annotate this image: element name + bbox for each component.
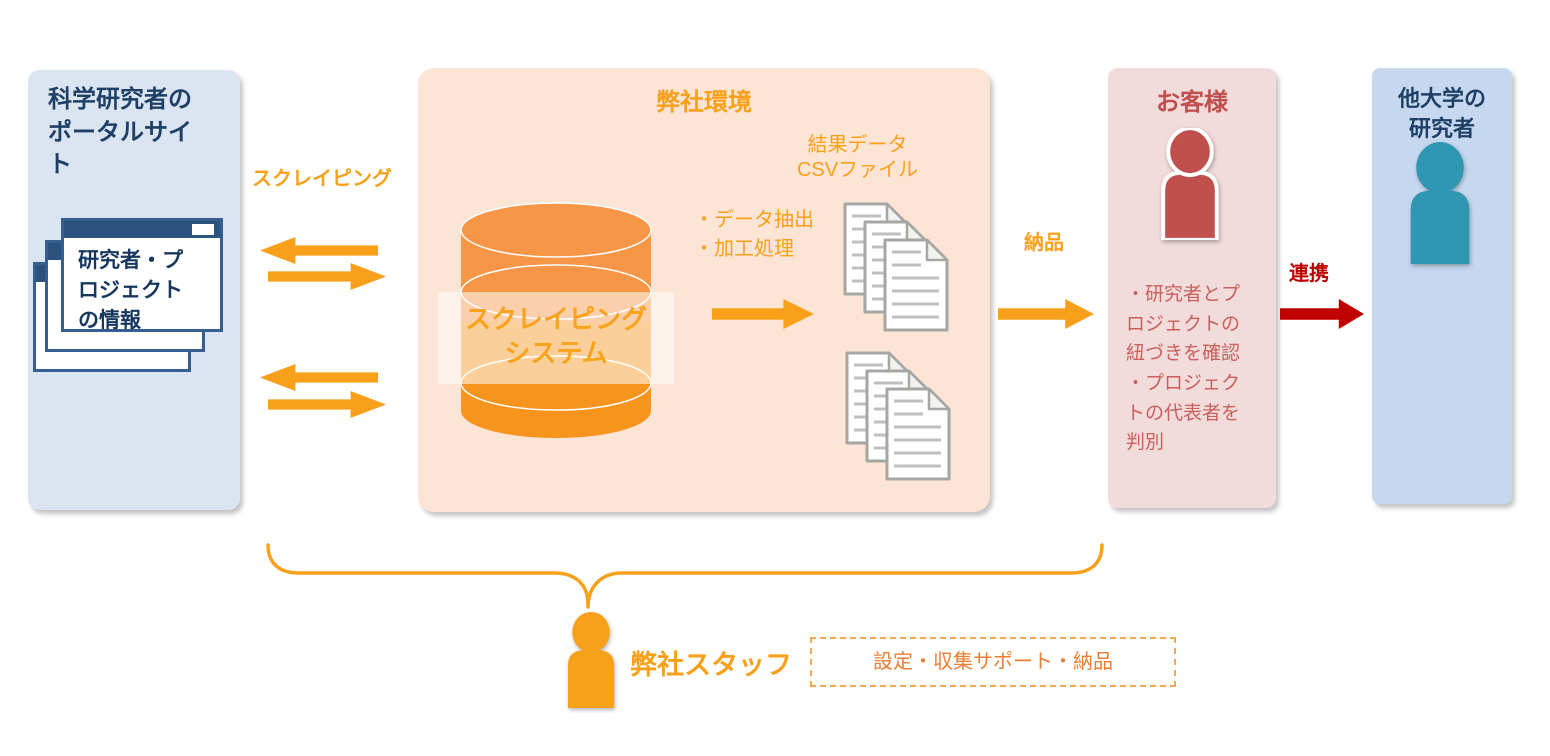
result-data-label: 結果データ CSVファイル [796,134,919,181]
window-titlebar [64,221,220,238]
browser-window-front-icon: 研究者・プロジェクトの情報 [61,218,223,332]
researcher-person-icon [1410,142,1470,264]
linkage-label: 連携 [1289,263,1329,285]
scrape-arrow-left-1-icon [260,237,378,264]
staff-person-icon [567,612,615,708]
window-content-label: 研究者・プロジェクトの情報 [78,249,183,332]
process-notes: ・データ抽出 ・加工処理 [694,209,814,260]
curly-brace-icon [266,543,1104,609]
scrape-arrow-right-2-icon [268,391,386,418]
staff-label: 弊社スタッフ [630,650,792,680]
company-env-title: 弊社環境 [656,89,752,116]
delivery-arrow-icon [998,299,1094,329]
delivery-label: 納品 [1024,232,1064,254]
customer-title: お客様 [1156,89,1228,116]
linkage-arrow-icon [1280,299,1364,329]
university-panel [1372,68,1512,504]
scraping-label: スクレイピング [252,168,392,190]
university-title: 他大学の 研究者 [1397,86,1486,141]
scrape-arrow-left-2-icon [260,364,378,391]
scrape-arrow-right-1-icon [268,263,386,290]
customer-person-icon [1161,128,1219,240]
document-stack-bottom-icon [845,351,951,481]
staff-tasks-box: 設定・収集サポート・納品 [810,637,1176,687]
document-stack-top-icon [843,202,949,332]
portal-title: 科学研究者のポータルサイト [48,86,192,179]
window-control [192,224,214,235]
scraping-system-label: スクレイピング システム [438,292,674,384]
customer-notes: ・研究者とプロジェクトの紐づきを確認 ・プロジェクトの代表者を判別 [1126,284,1241,454]
